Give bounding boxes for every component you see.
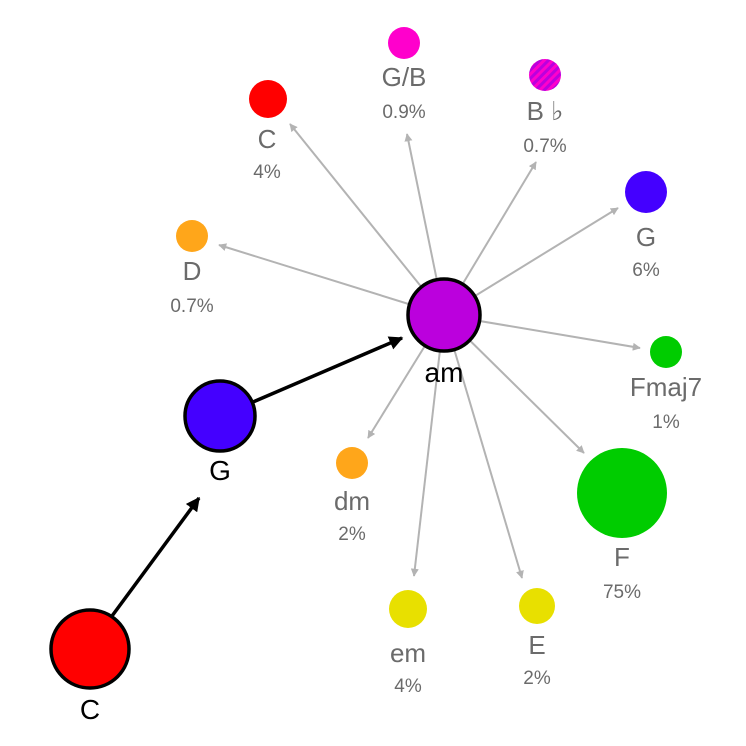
chord-percent-F: 75% [603, 582, 641, 603]
chord-circle-F [577, 448, 667, 538]
path-label-G: G [209, 455, 231, 486]
chord-circle-E [519, 588, 555, 624]
chord-node-dm[interactable]: dm 2% [334, 447, 370, 545]
chord-percent-GB: 0.9% [382, 102, 425, 123]
chord-circle-em [389, 590, 427, 628]
path-node-G[interactable]: G [183, 379, 257, 486]
chord-label-dm: dm [334, 486, 370, 516]
chord-node-C[interactable]: C 4% [249, 80, 287, 183]
path-edges [110, 336, 404, 618]
chord-label-E: E [528, 630, 545, 660]
chord-circle-Fmaj7 [650, 336, 682, 368]
chord-node-em[interactable]: em 4% [389, 590, 427, 697]
path-label-am: am [425, 357, 464, 388]
chord-percent-D: 0.7% [170, 296, 213, 317]
edge-am-to-E [443, 314, 524, 579]
chord-circle-Bb [529, 59, 561, 91]
path-node-C[interactable]: C [49, 608, 131, 725]
chord-label-em: em [390, 638, 426, 668]
edge-am-to-C [289, 123, 445, 316]
chord-label-F: F [614, 542, 630, 572]
chord-label-G: G [636, 222, 656, 252]
chord-label-D: D [183, 256, 202, 286]
path-label-C: C [80, 694, 100, 725]
path-circle-am [406, 277, 482, 353]
chord-percent-Fmaj7: 1% [652, 412, 680, 433]
candidate-nodes: C 4% G/B 0.9% B ♭ 0.7% G 6% Fmaj7 1% F 7… [170, 27, 702, 697]
edge-G-to-am [252, 336, 404, 404]
chord-node-Bb[interactable]: B ♭ 0.7% [523, 59, 567, 157]
chord-percent-dm: 2% [338, 524, 366, 545]
chord-node-D[interactable]: D 0.7% [170, 220, 214, 317]
chord-circle-dm [336, 447, 368, 479]
chord-label-Bb: B ♭ [527, 96, 564, 126]
chord-percent-Bb: 0.7% [523, 136, 566, 157]
chord-node-GB[interactable]: G/B 0.9% [382, 27, 427, 123]
edge-am-to-em [410, 314, 445, 577]
path-node-am[interactable]: am [406, 277, 482, 388]
chord-percent-C: 4% [253, 162, 281, 183]
chord-label-C: C [258, 124, 277, 154]
chord-percent-G: 6% [632, 260, 660, 281]
chord-percent-em: 4% [394, 676, 422, 697]
edge-am-to-D [218, 243, 445, 316]
chord-node-F[interactable]: F 75% [577, 448, 667, 603]
chord-label-Fmaj7: Fmaj7 [630, 372, 702, 402]
chord-circle-GB [388, 27, 420, 59]
chord-percent-E: 2% [523, 668, 551, 689]
chord-circle-C [249, 80, 287, 118]
chord-node-G[interactable]: G 6% [625, 171, 667, 281]
chord-circle-D [176, 220, 208, 252]
candidate-edges [218, 123, 641, 579]
chord-circle-G [625, 171, 667, 213]
chord-label-GB: G/B [382, 62, 427, 92]
path-circle-C [49, 608, 131, 690]
path-circle-G [183, 379, 257, 453]
path-nodes: C G am [49, 277, 482, 725]
chord-node-E[interactable]: E 2% [519, 588, 555, 689]
chord-node-Fmaj7[interactable]: Fmaj7 1% [630, 336, 702, 433]
edge-C-to-G [110, 496, 201, 618]
